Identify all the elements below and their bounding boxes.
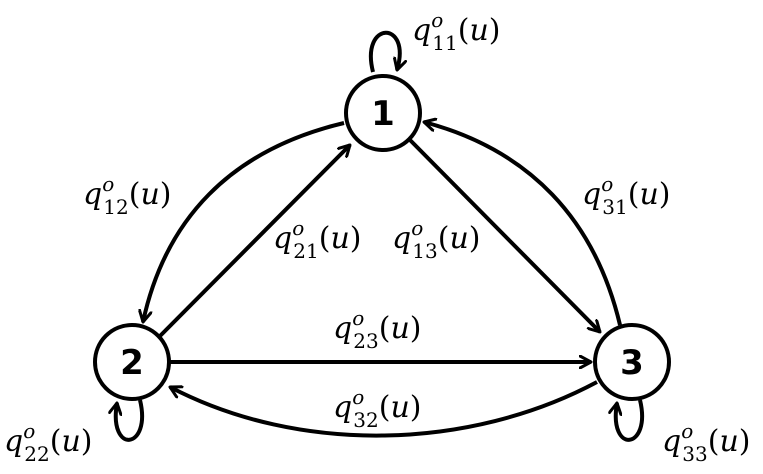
edge-q11-self-loop (369, 30, 400, 73)
edge-q12-arc (143, 121, 345, 322)
state-node-1: 1 (344, 74, 422, 152)
edge-q13-line (408, 138, 600, 332)
state-node-3-label: 3 (620, 343, 644, 383)
edge-q32-arc (170, 380, 598, 438)
nodes: 1 2 3 (93, 74, 671, 401)
edge-q33-self-loop (616, 399, 644, 442)
edges (116, 30, 644, 442)
state-node-2-label: 2 (120, 343, 144, 383)
state-node-3: 3 (593, 323, 671, 401)
edge-q21-line (158, 145, 350, 338)
state-node-1-label: 1 (371, 94, 395, 134)
edge-q31-arc (424, 122, 622, 326)
state-node-2: 2 (93, 323, 171, 401)
edge-q22-self-loop (116, 399, 144, 442)
